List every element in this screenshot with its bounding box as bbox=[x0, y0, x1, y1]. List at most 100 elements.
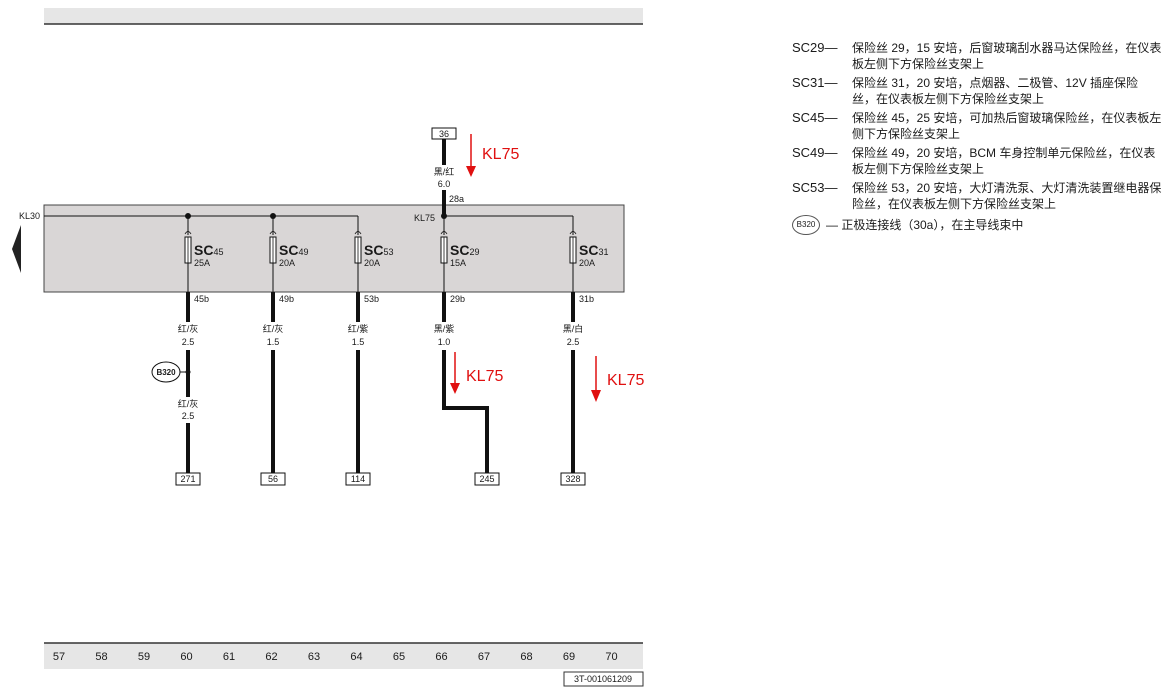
connector-junction bbox=[185, 369, 191, 375]
dest-terminal: 245 bbox=[479, 474, 494, 484]
fuse-code: SC bbox=[279, 242, 298, 258]
fuse-number: 49 bbox=[298, 247, 308, 257]
legend-dash: — bbox=[824, 110, 838, 125]
legend-list: SC29—保险丝 29，15 安培，后窗玻璃刮水器马达保险丝，在仪表板左侧下方保… bbox=[792, 40, 1162, 212]
fuse-rating: 20A bbox=[364, 258, 380, 268]
connector-wire-color: 红/灰 bbox=[178, 398, 199, 409]
fuse-number: 31 bbox=[598, 247, 608, 257]
doc-id-box bbox=[563, 671, 644, 687]
dest-terminal-box bbox=[345, 472, 371, 486]
legend-text: 保险丝 31，20 安培，点烟器、二极管、12V 插座保险丝，在仪表板左侧下方保… bbox=[852, 76, 1139, 106]
fuse-pin: 29b bbox=[450, 294, 465, 304]
fuse-arc bbox=[184, 231, 192, 235]
wire bbox=[442, 350, 489, 473]
ruler-number: 65 bbox=[393, 651, 405, 663]
legend-text: 保险丝 53，20 安培，大灯清洗泵、大灯清洗装置继电器保险丝，在仪表板左侧下方… bbox=[852, 181, 1162, 211]
ruler-number: 59 bbox=[138, 651, 150, 663]
source-wire-size: 6.0 bbox=[438, 179, 451, 189]
fuse-arc bbox=[440, 231, 448, 235]
connector-wire-size: 2.5 bbox=[182, 411, 195, 421]
fuse-rating: 25A bbox=[194, 258, 210, 268]
fuse-code: SC bbox=[450, 242, 469, 258]
arrow-label: KL75 bbox=[466, 368, 503, 385]
wire-size: 1.5 bbox=[352, 337, 365, 347]
legend-connector-item: B320 — 正极连接线（30a），在主导线束中 bbox=[792, 215, 1162, 235]
fuse-pin: 45b bbox=[194, 294, 209, 304]
fuse-label: SC49 bbox=[279, 242, 308, 258]
ruler-number: 69 bbox=[563, 651, 575, 663]
ruler-number: 63 bbox=[308, 651, 320, 663]
arrow-head-icon bbox=[591, 390, 601, 402]
dest-terminal: 271 bbox=[180, 474, 195, 484]
dest-terminal-box bbox=[175, 472, 201, 486]
ruler-number: 70 bbox=[605, 651, 617, 663]
ruler-number: 62 bbox=[265, 651, 277, 663]
connector-badge-icon: B320 bbox=[792, 215, 820, 235]
connector-id: B320 bbox=[156, 368, 176, 377]
source-terminal: 36 bbox=[439, 129, 449, 139]
dest-terminal: 114 bbox=[351, 474, 365, 484]
fuse-rating: 20A bbox=[579, 258, 595, 268]
fuse-code: SC bbox=[579, 242, 598, 258]
legend-item: SC29—保险丝 29，15 安培，后窗玻璃刮水器马达保险丝，在仪表板左侧下方保… bbox=[792, 40, 1162, 72]
legend-item: SC31—保险丝 31，20 安培，点烟器、二极管、12V 插座保险丝，在仪表板… bbox=[792, 75, 1162, 107]
fuse-number: 45 bbox=[213, 247, 223, 257]
legend-text: 保险丝 29，15 安培，后窗玻璃刮水器马达保险丝，在仪表板左侧下方保险丝支架上 bbox=[852, 41, 1162, 71]
wire-color: 红/灰 bbox=[178, 323, 199, 334]
kl75-bus-label: KL75 bbox=[414, 213, 435, 223]
legend-code-text: SC49 bbox=[792, 145, 825, 160]
wire-color: 红/紫 bbox=[348, 323, 369, 334]
legend-item: SC45—保险丝 45，25 安培，可加热后窗玻璃保险丝，在仪表板左侧下方保险丝… bbox=[792, 110, 1162, 142]
ruler-number: 64 bbox=[350, 651, 362, 663]
fuse-number: 29 bbox=[469, 247, 479, 257]
legend-code-text: SC53 bbox=[792, 180, 825, 195]
fuse-pin: 53b bbox=[364, 294, 379, 304]
fuse-arc bbox=[354, 231, 362, 235]
fuse-number: 53 bbox=[383, 247, 393, 257]
ruler-number: 68 bbox=[520, 651, 532, 663]
legend-code: SC29— bbox=[792, 40, 852, 72]
fuse-label: SC53 bbox=[364, 242, 393, 258]
ruler-number: 60 bbox=[180, 651, 192, 663]
arrow-head-icon bbox=[450, 383, 460, 394]
ruler-number: 58 bbox=[95, 651, 107, 663]
wire-size: 2.5 bbox=[182, 337, 195, 347]
fuse-arc bbox=[569, 231, 577, 235]
legend-code-text: SC29 bbox=[792, 40, 825, 55]
legend-code: SC49— bbox=[792, 145, 852, 177]
ruler-number: 66 bbox=[435, 651, 447, 663]
fuse-code: SC bbox=[364, 242, 383, 258]
arrow-head-icon bbox=[466, 166, 476, 177]
legend-code: SC53— bbox=[792, 180, 852, 212]
left-edge-marker bbox=[12, 225, 21, 273]
doc-id: 3T-001061209 bbox=[574, 674, 632, 684]
fuse-box bbox=[43, 204, 625, 293]
fuse-pin: 31b bbox=[579, 294, 594, 304]
ruler-number: 57 bbox=[53, 651, 65, 663]
ruler-number: 61 bbox=[223, 651, 235, 663]
fuse-label: SC31 bbox=[579, 242, 608, 258]
wire-color: 红/灰 bbox=[263, 323, 284, 334]
legend-dash: — bbox=[824, 180, 838, 195]
legend-code-text: SC31 bbox=[792, 75, 825, 90]
legend-text: 保险丝 49，20 安培，BCM 车身控制单元保险丝，在仪表板左侧下方保险丝支架… bbox=[852, 146, 1156, 176]
legend-dash: — bbox=[824, 145, 838, 160]
ruler-band bbox=[44, 643, 643, 669]
dest-terminal-box bbox=[474, 472, 500, 486]
legend: SC29—保险丝 29，15 安培，后窗玻璃刮水器马达保险丝，在仪表板左侧下方保… bbox=[792, 40, 1162, 238]
dest-terminal-box bbox=[260, 472, 286, 486]
fuse-arc bbox=[269, 231, 277, 235]
fuse-label: SC45 bbox=[194, 242, 223, 258]
legend-item: SC53—保险丝 53，20 安培，大灯清洗泵、大灯清洗装置继电器保险丝，在仪表… bbox=[792, 180, 1162, 212]
fuse-label: SC29 bbox=[450, 242, 479, 258]
legend-item: SC49—保险丝 49，20 安培，BCM 车身控制单元保险丝，在仪表板左侧下方… bbox=[792, 145, 1162, 177]
fuse-rating: 15A bbox=[450, 258, 466, 268]
wire-size: 1.5 bbox=[267, 337, 280, 347]
wire-size: 1.0 bbox=[438, 337, 451, 347]
dest-terminal: 328 bbox=[565, 474, 580, 484]
fuse-rating: 20A bbox=[279, 258, 295, 268]
legend-code: SC31— bbox=[792, 75, 852, 107]
kl30-label: KL30 bbox=[19, 211, 40, 221]
